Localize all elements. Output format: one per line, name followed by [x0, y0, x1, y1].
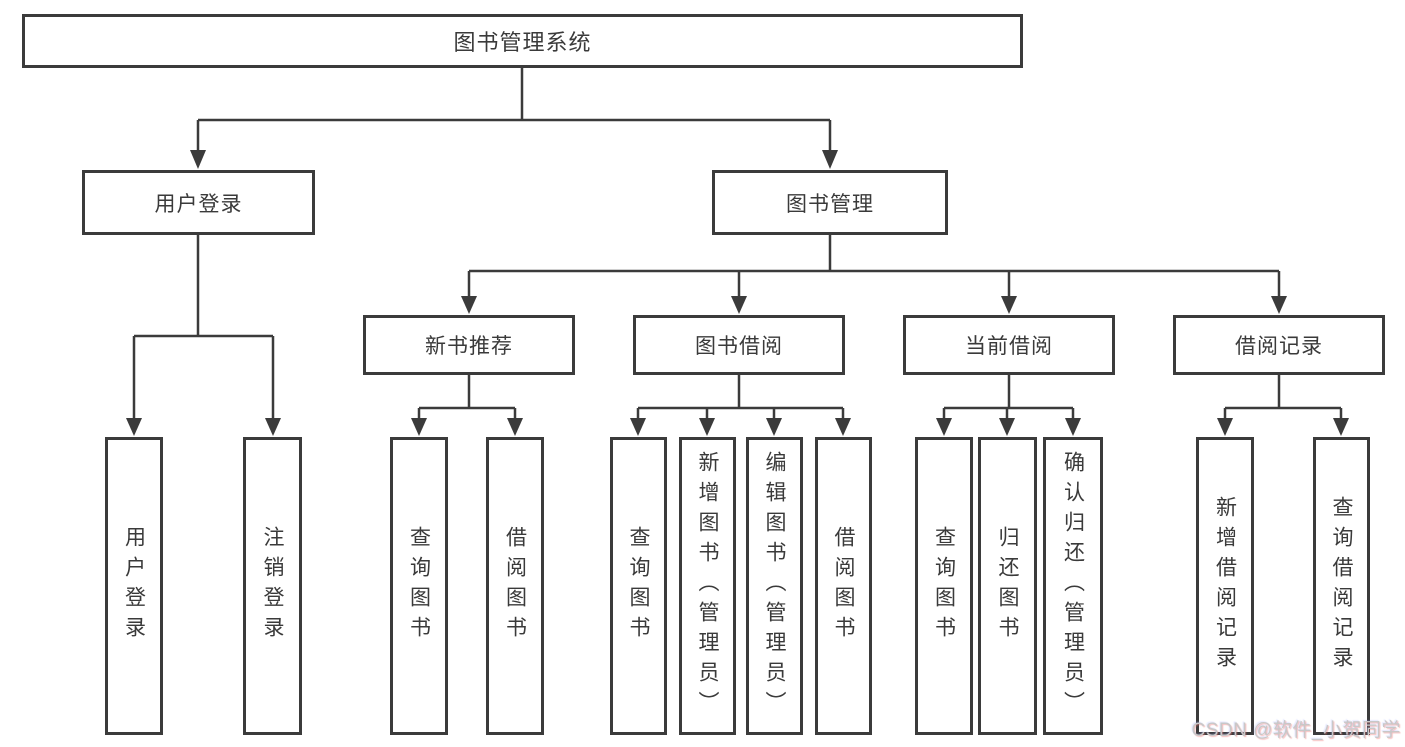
node-label: 借阅图书 — [503, 526, 527, 646]
arrowheads — [126, 150, 1349, 436]
node-label: 用户登录 — [154, 192, 243, 216]
leaf-add-books-admin: 新增图书（管理员） — [679, 437, 736, 735]
node-label: 查询图书 — [627, 526, 650, 646]
node-user-login-module: 用户登录 — [82, 170, 315, 235]
node-label: 新增借阅记录 — [1213, 496, 1237, 676]
node-book-management-module: 图书管理 — [712, 170, 948, 235]
leaf-borrow-books: 借阅图书 — [815, 437, 872, 735]
leaf-edit-books-admin: 编辑图书（管理员） — [746, 437, 803, 735]
leaf-return-books: 归还图书 — [978, 437, 1037, 735]
leaf-borrow-books-recommend: 借阅图书 — [486, 437, 544, 735]
node-root: 图书管理系统 — [22, 14, 1023, 68]
node-label: 用户登录 — [122, 526, 146, 646]
node-label: 新增图书（管理员） — [696, 451, 719, 721]
node-label: 当前借阅 — [965, 335, 1053, 358]
node-label: 查询借阅记录 — [1330, 496, 1353, 676]
node-label: 注销登录 — [261, 526, 284, 646]
leaf-query-books-borrowing: 查询图书 — [610, 437, 667, 735]
node-label: 图书管理 — [786, 192, 874, 216]
node-borrowing-records: 借阅记录 — [1173, 315, 1385, 375]
node-book-borrowing: 图书借阅 — [633, 315, 845, 375]
node-label: 图书借阅 — [695, 335, 783, 358]
node-label: 归还图书 — [996, 526, 1019, 646]
node-label: 查询图书 — [407, 526, 431, 646]
node-label: 查询图书 — [932, 526, 956, 646]
node-label: 编辑图书（管理员） — [763, 451, 786, 721]
leaf-user-login: 用户登录 — [105, 437, 163, 735]
watermark: CSDN @软件_小贺同学 — [1191, 720, 1401, 741]
leaf-query-books-recommend: 查询图书 — [390, 437, 448, 735]
node-label: 新书推荐 — [425, 335, 513, 358]
leaf-add-borrow-record: 新增借阅记录 — [1196, 437, 1254, 735]
node-label: 图书管理系统 — [453, 30, 592, 55]
node-label: 借阅记录 — [1235, 335, 1323, 358]
leaf-confirm-return-admin: 确认归还（管理员） — [1043, 437, 1103, 735]
leaf-query-books-current: 查询图书 — [915, 437, 973, 735]
leaf-logout: 注销登录 — [243, 437, 302, 735]
node-current-borrowing: 当前借阅 — [903, 315, 1115, 375]
leaf-query-borrow-record: 查询借阅记录 — [1313, 437, 1370, 735]
node-label: 确认归还（管理员） — [1061, 451, 1085, 721]
node-new-book-recommend: 新书推荐 — [363, 315, 575, 375]
node-label: 借阅图书 — [832, 526, 855, 646]
